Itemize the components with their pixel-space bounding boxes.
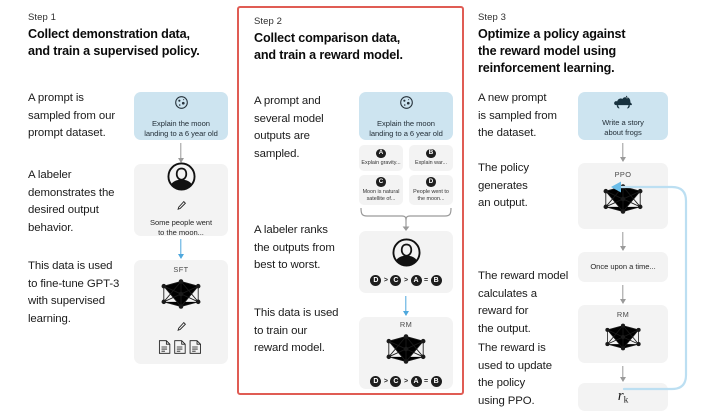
step-2-labeler-card: D > C > A = B [359, 231, 453, 293]
option-card-c: C Moon is natural satellite of... [359, 175, 403, 205]
step-3-paragraph-1: A new prompt is sampled from the dataset… [478, 92, 557, 139]
option-card-d: D People went to the moon... [409, 175, 453, 205]
rank-badge-4: B [430, 275, 442, 286]
rank-op-1: > [383, 277, 388, 284]
step-1-labeler-card: Some people went to the moon... [134, 162, 228, 237]
option-badge-c: C [376, 177, 386, 187]
step-3-reward-value-card: rk [578, 383, 668, 411]
documents-icon [158, 339, 204, 360]
step-2-paragraph-1: A prompt and several model outputs are s… [254, 95, 324, 160]
labeler-avatar-icon [167, 162, 196, 196]
neural-network-icon [381, 330, 431, 373]
step-3-arrow-2 [617, 232, 629, 251]
step-3-title-line-1: Optimize a policy against [478, 27, 626, 41]
option-badge-d: D [426, 177, 436, 187]
step-1-column: Step 1 Collect demonstration data, and t… [0, 0, 237, 411]
step-2-column: Step 2 Collect comparison data, and trai… [237, 0, 465, 411]
step-3-label: Step 3 [478, 12, 507, 23]
option-caption-a: Explain gravity... [361, 160, 401, 167]
step-2-prompt-card: Explain the moon landing to a 6 year old [359, 92, 453, 140]
step-1-paragraph-1: A prompt is sampled from our prompt data… [28, 92, 116, 139]
step-1-prompt-card: Explain the moon landing to a 6 year old [134, 92, 228, 140]
step-2-title-line-1: Collect comparison data, [254, 31, 401, 45]
option-badge-a: A [376, 148, 386, 159]
rm-rank-badge-2: C [390, 375, 402, 387]
step-2-arrow [400, 296, 412, 316]
step-2-title-line-2: and train a reward model. [254, 48, 403, 62]
step-3-title-line-3: reinforcement learning. [478, 61, 615, 75]
feedback-loop-arrow-icon [594, 175, 714, 400]
step-3-ppo-card: PPO [578, 163, 668, 229]
option-caption-b: Explain war... [414, 160, 448, 167]
step-3-column: Step 3 Optimize a policy against the rew… [465, 0, 720, 411]
step-3-arrow-4 [617, 366, 629, 382]
step-2-prompt-caption: Explain the moon landing to a 6 year old [369, 118, 443, 138]
step-2-paragraph-2: A labeler ranks the outputs from best to… [254, 224, 335, 271]
step-2-paragraph-3: This data is used to train our reward mo… [254, 307, 339, 354]
step-3-paragraph-3: The reward model calculates a reward for… [478, 270, 569, 335]
step-3-policy-tag: PPO [614, 169, 632, 179]
step-3-arrow-3 [617, 285, 629, 304]
rm-rank-badge-4: B [430, 375, 442, 387]
rank-badge-2: C [390, 275, 402, 286]
option-badge-b: B [426, 148, 436, 159]
rm-rank-op-3: = [424, 377, 429, 385]
neural-network-icon [600, 320, 646, 359]
step-1-paragraph-3: This data is used to fine-tune GPT-3 wit… [28, 260, 120, 325]
rm-rank-badge-3: A [410, 375, 422, 387]
rm-rank-op-1: > [383, 377, 388, 385]
step-3-output-caption: Once upon a time... [590, 262, 656, 271]
step-3-arrow-1 [617, 143, 629, 162]
option-card-a: A Explain gravity... [359, 145, 403, 171]
step-1-arrow-1 [175, 143, 187, 163]
rank-op-2: > [403, 277, 409, 284]
step-3-reward-tag: RM [616, 309, 630, 319]
option-card-b: B Explain war... [409, 145, 453, 171]
step-1-sft-card: SFT [134, 260, 228, 364]
step-1-labeler-caption: Some people went to the moon... [149, 218, 213, 237]
step-3-prompt-card: Write a story about frogs [578, 92, 668, 140]
step-1-label: Step 1 [28, 12, 57, 23]
step-3-paragraph-4: The reward is used to update the policy … [478, 342, 552, 407]
step-2-model-tag: RM [399, 319, 413, 329]
step-2-ranking-row: D > C > A = B [370, 275, 442, 286]
step-3-prompt-caption: Write a story about frogs [602, 117, 644, 137]
moon-icon [398, 94, 415, 116]
rank-badge-1: D [370, 275, 382, 286]
moon-icon [173, 94, 190, 116]
option-caption-d: People went to the moon... [413, 188, 449, 202]
step-1-paragraph-2: A labeler demonstrates the desired outpu… [28, 169, 115, 234]
option-caption-c: Moon is natural satellite of... [362, 188, 400, 202]
pencil-icon [176, 198, 187, 216]
reward-value: rk [617, 388, 629, 406]
frog-icon [613, 95, 633, 114]
neural-network-icon [156, 275, 206, 318]
rm-rank-op-2: > [403, 377, 409, 385]
step-3-output-card: Once upon a time... [578, 252, 668, 282]
step-1-title-line-1: Collect demonstration data, [28, 27, 190, 41]
step-1-prompt-caption: Explain the moon landing to a 6 year old [144, 118, 218, 138]
step-2-rm-ranking-row: D > C > A = B [370, 375, 442, 387]
step-2-rm-card: RM D > C [359, 317, 453, 389]
step-1-model-tag: SFT [173, 264, 189, 274]
step-1-arrow-2 [175, 239, 187, 259]
rank-op-3: = [424, 277, 429, 284]
step-2-label: Step 2 [254, 16, 283, 27]
rm-rank-badge-1: D [370, 375, 382, 387]
rank-badge-3: A [410, 275, 422, 286]
step-1-title-line-2: and train a supervised policy. [28, 44, 200, 58]
labeler-avatar-icon [392, 238, 421, 272]
step-3-rm-card: RM [578, 305, 668, 363]
step-3-title-line-2: the reward model using [478, 44, 617, 58]
step-2-brace-icon [359, 207, 453, 231]
step-3-paragraph-2: The policy generates an output. [478, 162, 529, 209]
pencil-icon [176, 319, 187, 337]
